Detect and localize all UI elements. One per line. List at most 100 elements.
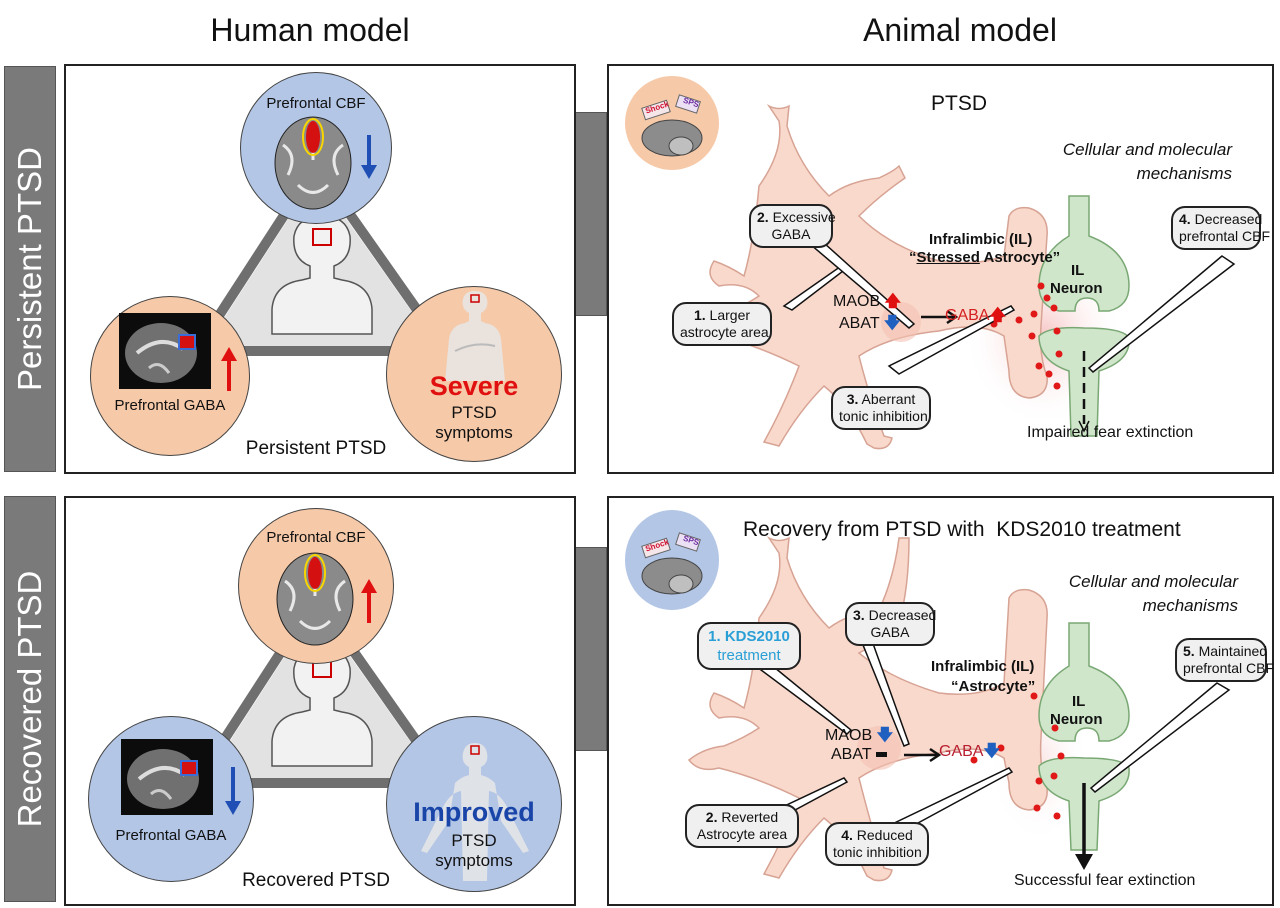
gaba-dots — [782, 215, 1236, 390]
stressed-mouse-circle: Shock SPS — [625, 510, 719, 610]
animal-persistent-panel: Shock SPS PTSD Cellular and molecular me… — [607, 64, 1274, 474]
prefrontal-cbf-label: Prefrontal CBF — [266, 529, 366, 546]
mechanisms-line1: Cellular and molecular — [1068, 572, 1238, 591]
gaba-dot — [1055, 350, 1063, 358]
gaba-dot — [1030, 692, 1038, 700]
improved-label: Improved — [413, 797, 535, 827]
ptsd-label: PTSD — [451, 831, 497, 850]
gaba-dot — [1035, 362, 1043, 370]
gaba-dot — [997, 744, 1005, 752]
down-arrow-icon — [361, 135, 377, 179]
il-neuron-label-1: IL — [1071, 262, 1085, 279]
prefrontal-gaba-circle: Prefrontal GABA — [90, 296, 250, 456]
mouse-icon — [641, 94, 703, 157]
il-neuron-label-2: Neuron — [1050, 711, 1103, 728]
mouse-icon — [641, 532, 703, 595]
gaba-dot — [1043, 294, 1051, 302]
maob-label: MAOB 🡅 — [833, 293, 902, 310]
down-arrow-icon: 🡇 — [872, 727, 894, 744]
astrocyte-title-line1: Infralimbic (IL) — [929, 231, 1033, 248]
gaba-dots — [757, 637, 1231, 837]
gaba-dot — [1015, 316, 1023, 324]
gaba-dot — [1053, 327, 1061, 335]
abat-label: ABAT — [831, 746, 887, 764]
il-neuron-label-2: Neuron — [1050, 280, 1103, 297]
up-arrow-icon: 🡅 — [989, 307, 1006, 324]
mechanisms-line2: mechanisms — [1136, 164, 1232, 183]
down-arrow-icon: 🡇 — [879, 315, 901, 332]
gaba-dot — [1030, 310, 1038, 318]
recovered-caption: Recovered PTSD — [242, 870, 390, 891]
symptoms-label: symptoms — [435, 423, 513, 442]
connector-recovered — [575, 547, 607, 751]
ptsd-label: PTSD — [451, 403, 497, 422]
gaba-dot — [1051, 724, 1059, 732]
gaba-dot — [1050, 304, 1058, 312]
connector-persistent — [575, 112, 607, 316]
row-label-persistent: Persistent PTSD — [4, 66, 56, 472]
outcome-label: Impaired fear extinction — [1027, 424, 1194, 441]
gaba-dot — [1037, 282, 1045, 290]
human-model-title: Human model — [210, 12, 410, 48]
outcome-label: Successful fear extinction — [1014, 872, 1196, 889]
sagittal-brain-scan — [121, 739, 213, 815]
abat-label: ABAT 🡇 — [839, 315, 901, 332]
up-arrow-icon — [361, 579, 377, 623]
recovery-title: Recovery from PTSD with KDS2010 treatmen… — [743, 518, 1181, 541]
relaxed-person-icon — [421, 743, 529, 881]
down-arrow-icon: 🡇 — [983, 743, 1000, 760]
astrocyte-title-line2: “Astrocyte” — [951, 678, 1036, 695]
prefrontal-gaba-label: Prefrontal GABA — [114, 397, 226, 414]
gaba-dot — [970, 756, 978, 764]
maob-label: MAOB 🡇 — [825, 727, 894, 744]
gaba-dot — [1057, 752, 1065, 760]
down-arrow-icon — [225, 767, 241, 815]
severe-label: Severe — [429, 371, 519, 401]
row-label-recovered: Recovered PTSD — [4, 496, 56, 902]
unchanged-icon — [875, 752, 887, 758]
prefrontal-cbf-circle: Prefrontal CBF — [238, 508, 394, 664]
gaba-dot — [1053, 812, 1061, 820]
ptsd-symptoms-circle: Severe PTSD symptoms — [386, 286, 562, 462]
person-head-icon — [271, 215, 373, 335]
up-arrow-icon — [221, 347, 237, 391]
human-recovered-panel: Prefrontal CBF Prefrontal GABA — [64, 496, 576, 906]
astrocyte-title-line1: Infralimbic (IL) — [931, 658, 1035, 675]
stressed-mouse-circle: Shock SPS — [625, 76, 719, 170]
person-head-icon — [271, 647, 373, 767]
persistent-caption: Persistent PTSD — [245, 438, 387, 459]
prefrontal-gaba-label: Prefrontal GABA — [115, 827, 227, 844]
il-neuron-label-1: IL — [1072, 693, 1086, 710]
prefrontal-gaba-circle: Prefrontal GABA — [88, 716, 254, 882]
animal-model-title: Animal model — [863, 12, 1057, 48]
gaba-label: GABA🡇 — [939, 743, 1000, 760]
gaba-dot — [1050, 772, 1058, 780]
animal-recovered-panel: Shock SPS Recovery from PTSD with KDS201… — [607, 496, 1274, 906]
ptsd-symptoms-circle: Improved PTSD symptoms — [386, 716, 562, 892]
human-persistent-panel: Prefrontal CBF Prefrontal GABA — [64, 64, 576, 474]
symptoms-label: symptoms — [435, 851, 513, 870]
prefrontal-cbf-circle: Prefrontal CBF — [240, 72, 392, 224]
gaba-dot — [1033, 804, 1041, 812]
mechanisms-line1: Cellular and molecular — [1062, 140, 1232, 159]
up-arrow-icon: 🡅 — [880, 293, 902, 310]
gaba-dot — [1028, 332, 1036, 340]
prefrontal-cbf-label: Prefrontal CBF — [266, 95, 366, 112]
anxious-person-icon — [445, 291, 505, 381]
sagittal-brain-scan — [119, 313, 211, 389]
ptsd-title: PTSD — [931, 92, 988, 115]
axial-brain-scan — [276, 552, 354, 646]
astrocyte-title-line2: “Stressed Astrocyte” — [909, 249, 1061, 266]
gaba-dot — [1053, 382, 1061, 390]
gaba-label: GABA🡅 — [945, 307, 1006, 324]
gaba-dot — [1045, 370, 1053, 378]
axial-brain-scan — [274, 116, 352, 210]
